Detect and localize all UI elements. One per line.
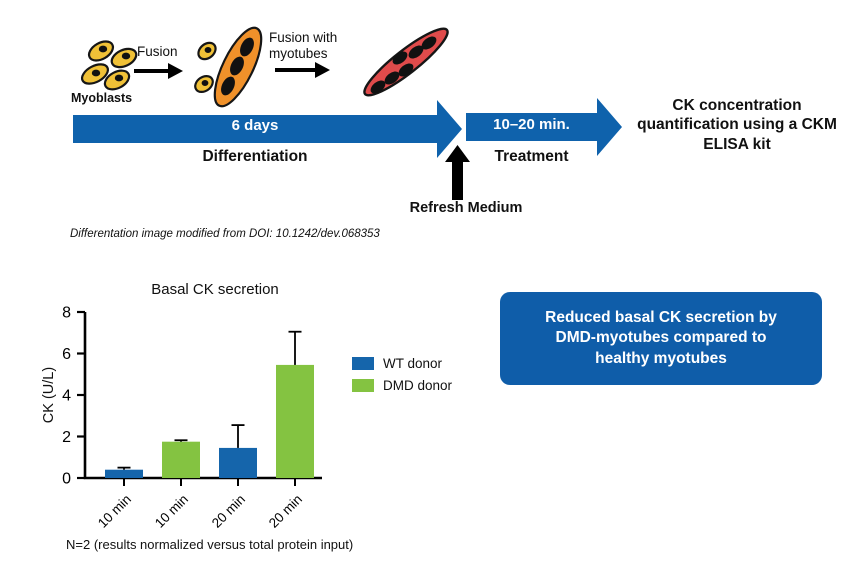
treatment-arrow bbox=[466, 98, 622, 156]
fusion-myotubes-label: Fusion with myotubes bbox=[269, 30, 338, 61]
differentiation-arrow bbox=[73, 100, 462, 158]
workflow-diagram bbox=[73, 26, 622, 200]
svg-text:20 min: 20 min bbox=[209, 492, 248, 531]
svg-text:2: 2 bbox=[62, 429, 71, 446]
fusion-myotubes-arrow-icon bbox=[275, 62, 330, 78]
chart-title: Basal CK secretion bbox=[151, 281, 279, 298]
svg-text:4: 4 bbox=[62, 388, 71, 405]
svg-text:20 min: 20 min bbox=[266, 492, 305, 531]
chart-svg: 0 2 4 6 8 10 min 10 min 20 min 20 min bbox=[62, 305, 322, 531]
wt-donor-swatch bbox=[352, 357, 374, 370]
chart-legend: WT donor DMD donor bbox=[352, 356, 452, 393]
svg-text:10 min: 10 min bbox=[152, 492, 191, 531]
treatment-label: Treatment bbox=[494, 148, 569, 165]
differentiation-label: Differentiation bbox=[202, 148, 308, 165]
nascent-myotube-icon bbox=[213, 26, 263, 108]
svg-text:8: 8 bbox=[62, 305, 71, 322]
six-days-label: 6 days bbox=[231, 117, 279, 134]
legend-item-wt-donor: WT donor bbox=[352, 356, 452, 371]
treatment-duration-label: 10–20 min. bbox=[493, 116, 570, 133]
fusion-arrow-icon bbox=[134, 63, 183, 79]
chart-note: N=2 (results normalized versus total pro… bbox=[66, 537, 354, 552]
conclusion-box: Reduced basal CK secretion by DMD-myotub… bbox=[500, 292, 822, 385]
myoblasts-label: Myoblasts bbox=[71, 91, 133, 105]
mature-myotube-icon bbox=[363, 27, 449, 97]
svg-text:6: 6 bbox=[62, 346, 71, 363]
legend-label-wt: WT donor bbox=[383, 356, 443, 371]
svg-text:10 min: 10 min bbox=[95, 492, 134, 531]
refresh-medium-arrow bbox=[445, 145, 470, 200]
image-credit: Differentation image modified from DOI: … bbox=[70, 228, 380, 240]
refresh-medium-label: Refresh Medium bbox=[409, 200, 523, 216]
attached-myoblasts-icon bbox=[194, 41, 217, 94]
dmd-donor-swatch bbox=[352, 379, 374, 392]
legend-label-dmd: DMD donor bbox=[383, 378, 453, 393]
conclusion-text: Reduced basal CK secretion by DMD-myotub… bbox=[545, 309, 777, 367]
myoblasts-icon bbox=[80, 40, 138, 91]
legend-item-dmd-donor: DMD donor bbox=[352, 378, 452, 393]
outcome-label: CK concentration quantification using a … bbox=[637, 97, 837, 153]
svg-text:0: 0 bbox=[62, 471, 71, 488]
fusion-label: Fusion bbox=[137, 44, 178, 59]
